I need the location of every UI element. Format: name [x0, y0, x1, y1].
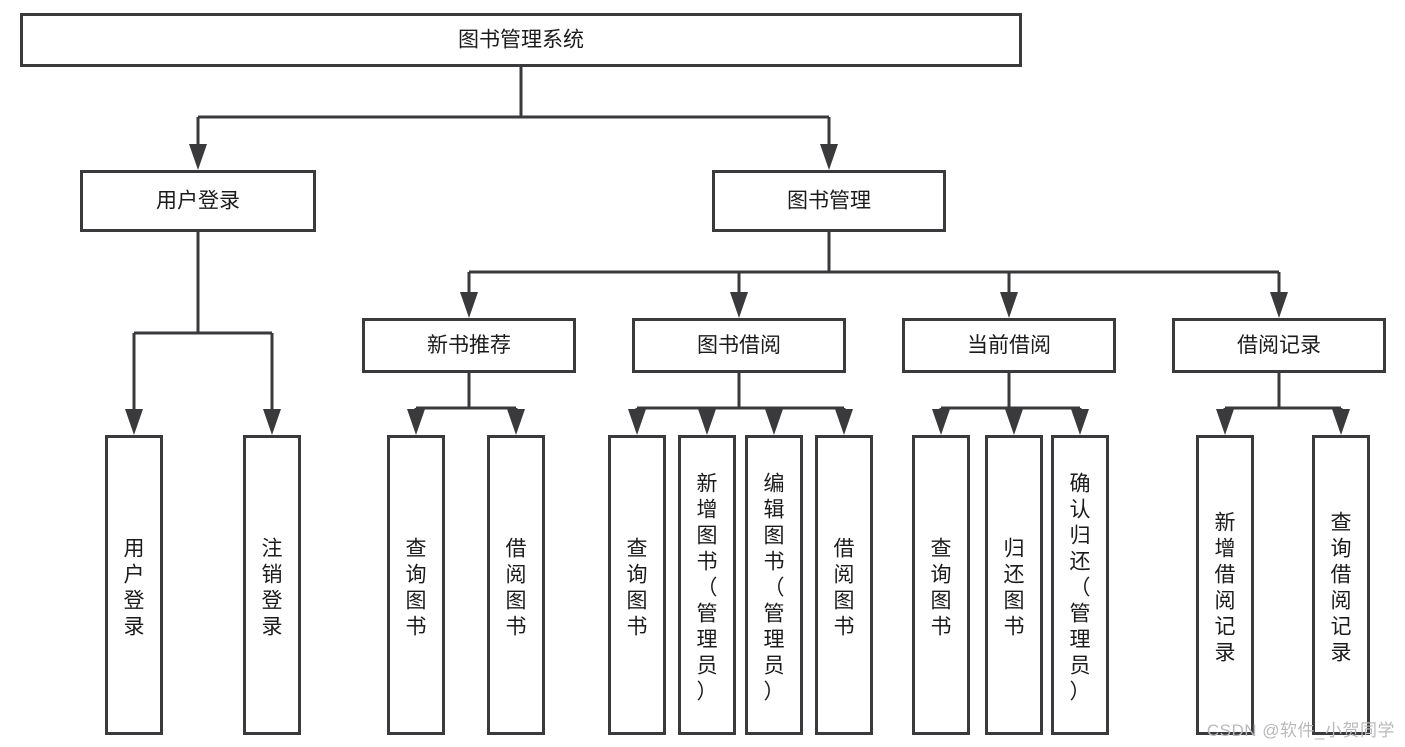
node-box[interactable] — [912, 435, 970, 735]
connector-arrowhead — [189, 144, 207, 170]
node-label: 图书管理系统 — [458, 29, 584, 52]
node-label: 注销登录 — [262, 538, 283, 639]
node-label: 新增图书（管理员） — [697, 473, 718, 704]
node-leaf-borrow-book-1[interactable]: 借阅图书 — [487, 435, 545, 735]
connector-arrowhead — [820, 144, 838, 170]
node-box[interactable] — [20, 13, 1022, 67]
node-box[interactable] — [608, 435, 666, 735]
connector-group — [932, 373, 1089, 435]
connector-arrowhead — [730, 292, 748, 318]
node-box[interactable] — [902, 318, 1116, 373]
connector-group — [1216, 373, 1350, 435]
node-box[interactable] — [678, 435, 736, 735]
node-leaf-return-book[interactable]: 归还图书 — [985, 435, 1043, 735]
node-box[interactable] — [745, 435, 803, 735]
connector-arrowhead — [407, 409, 425, 435]
node-book-borrow[interactable]: 图书借阅 — [632, 318, 846, 373]
node-box[interactable] — [1196, 435, 1254, 735]
node-box[interactable] — [1051, 435, 1109, 735]
node-label: 查询图书 — [931, 538, 952, 639]
node-leaf-query-record[interactable]: 查询借阅记录 — [1312, 435, 1370, 735]
connector-arrowhead — [1270, 292, 1288, 318]
node-borrow-record[interactable]: 借阅记录 — [1172, 318, 1386, 373]
node-label: 查询图书 — [406, 538, 427, 639]
node-label: 借阅图书 — [834, 538, 855, 639]
node-label: 查询借阅记录 — [1331, 512, 1352, 665]
connector-arrowhead — [507, 409, 525, 435]
connector-arrowhead — [765, 409, 783, 435]
node-label: 编辑图书（管理员） — [764, 473, 785, 704]
connector-arrowhead — [263, 409, 281, 435]
connector-group — [460, 232, 1288, 318]
edges-layer — [125, 67, 1350, 435]
node-label: 当前借阅 — [967, 334, 1051, 357]
node-label: 借阅记录 — [1237, 334, 1321, 357]
node-label: 确认归还（管理员） — [1070, 473, 1091, 704]
node-user-login[interactable]: 用户登录 — [80, 170, 316, 232]
node-leaf-add-record[interactable]: 新增借阅记录 — [1196, 435, 1254, 735]
connector-arrowhead — [835, 409, 853, 435]
node-label: 用户登录 — [156, 190, 240, 213]
connector-arrowhead — [1332, 409, 1350, 435]
connector-group — [125, 232, 281, 435]
connector-group — [628, 373, 853, 435]
node-box[interactable] — [985, 435, 1043, 735]
node-box[interactable] — [487, 435, 545, 735]
watermark-text: CSDN @软件_小贺同学 — [1206, 721, 1395, 740]
connector-arrowhead — [125, 409, 143, 435]
node-box[interactable] — [1312, 435, 1370, 735]
connector-arrowhead — [1071, 409, 1089, 435]
node-leaf-confirm-return[interactable]: 确认归还（管理员） — [1051, 435, 1109, 735]
node-leaf-borrow-book-2[interactable]: 借阅图书 — [815, 435, 873, 735]
node-current-borrow[interactable]: 当前借阅 — [902, 318, 1116, 373]
node-box[interactable] — [80, 170, 316, 232]
connector-arrowhead — [628, 409, 646, 435]
node-box[interactable] — [1172, 318, 1386, 373]
node-box[interactable] — [243, 435, 301, 735]
node-box[interactable] — [815, 435, 873, 735]
node-root[interactable]: 图书管理系统 — [20, 13, 1022, 67]
node-leaf-logout[interactable]: 注销登录 — [243, 435, 301, 735]
node-leaf-query-book-1[interactable]: 查询图书 — [387, 435, 445, 735]
node-leaf-add-book[interactable]: 新增图书（管理员） — [678, 435, 736, 735]
connector-arrowhead — [460, 292, 478, 318]
node-box[interactable] — [362, 318, 576, 373]
node-leaf-query-book-3[interactable]: 查询图书 — [912, 435, 970, 735]
node-label: 新增借阅记录 — [1215, 512, 1236, 665]
node-label: 用户登录 — [124, 538, 145, 639]
node-box[interactable] — [632, 318, 846, 373]
connector-arrowhead — [698, 409, 716, 435]
node-label: 图书借阅 — [697, 334, 781, 357]
node-leaf-edit-book[interactable]: 编辑图书（管理员） — [745, 435, 803, 735]
node-box[interactable] — [712, 170, 946, 232]
node-label: 归还图书 — [1004, 538, 1025, 639]
node-box[interactable] — [105, 435, 163, 735]
connector-group — [189, 67, 838, 170]
node-label: 图书管理 — [787, 190, 871, 213]
node-leaf-query-book-2[interactable]: 查询图书 — [608, 435, 666, 735]
connector-arrowhead — [1005, 409, 1023, 435]
node-box[interactable] — [387, 435, 445, 735]
node-label: 查询图书 — [627, 538, 648, 639]
node-book-manage[interactable]: 图书管理 — [712, 170, 946, 232]
node-label: 新书推荐 — [427, 334, 511, 357]
connector-group — [407, 373, 525, 435]
node-leaf-user-login[interactable]: 用户登录 — [105, 435, 163, 735]
nodes-layer: 图书管理系统用户登录图书管理新书推荐图书借阅当前借阅借阅记录用户登录注销登录查询… — [20, 13, 1386, 735]
node-label: 借阅图书 — [506, 538, 527, 639]
node-new-book-recommend[interactable]: 新书推荐 — [362, 318, 576, 373]
connector-arrowhead — [932, 409, 950, 435]
connector-arrowhead — [1000, 292, 1018, 318]
connector-arrowhead — [1216, 409, 1234, 435]
